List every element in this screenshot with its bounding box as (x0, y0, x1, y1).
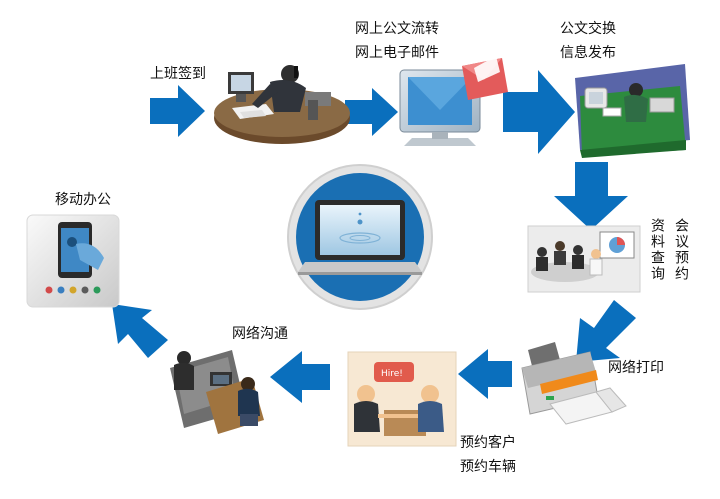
label-mobile: 移动办公 (55, 192, 111, 208)
office-worker-on-phone-icon (214, 65, 350, 144)
label-exchange-1: 公文交换 (560, 21, 616, 37)
printer-icon (521, 342, 627, 425)
label-printing: 网络打印 (608, 360, 664, 376)
label-doc-flow-1: 网上公文流转 (355, 21, 439, 37)
smartphone-touch-icon (26, 214, 120, 308)
arrow-to-booking (458, 349, 512, 399)
label-meeting-col2: 会议预约 (673, 218, 689, 282)
office-cubicle-icon (575, 64, 690, 158)
label-exchange-2: 信息发布 (560, 45, 616, 61)
label-booking-2: 预约车辆 (460, 459, 516, 475)
meeting-room-icon (527, 225, 641, 293)
label-sign-in: 上班签到 (150, 66, 206, 82)
label-booking-1: 预约客户 (460, 435, 516, 451)
arrow-to-doc-flow (345, 88, 398, 136)
arrow-to-mobile (112, 304, 168, 358)
office-workstations-icon (170, 350, 264, 434)
laptop-icon (298, 200, 422, 275)
arrow-down-to-meeting (554, 162, 628, 230)
arrow-to-sign-in (150, 85, 205, 137)
business-handshake-icon: Hire! (347, 351, 457, 447)
label-doc-flow-2: 网上电子邮件 (355, 45, 439, 61)
label-meeting-col1: 资料查询 (649, 218, 665, 282)
arrow-to-printing (576, 300, 636, 362)
central-hub (287, 164, 433, 310)
arrow-to-network (270, 351, 330, 403)
monitor-with-mail-icon (399, 56, 508, 146)
hire-sign-text: Hire! (381, 369, 403, 379)
arrow-to-exchange (503, 70, 575, 154)
label-network: 网络沟通 (232, 326, 288, 342)
